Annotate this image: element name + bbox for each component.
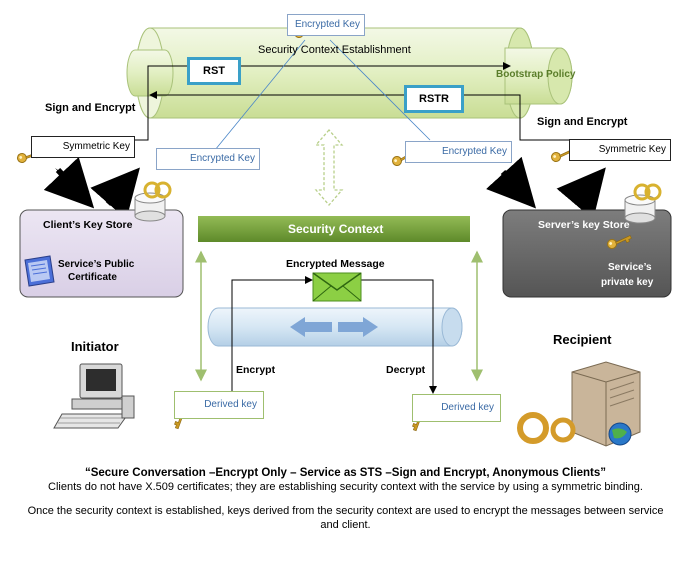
encrypted-message-label: Encrypted Message (286, 258, 385, 270)
left-derived-key-label: Derived key (204, 399, 257, 410)
dashed-double-arrow (314, 129, 344, 206)
sign-encrypt-right-label: Sign and Encrypt (537, 116, 628, 128)
rst-box: RST (187, 57, 241, 85)
initiator-label: Initiator (71, 339, 119, 354)
security-context-bar (198, 216, 470, 242)
client-keystore-icon (134, 181, 172, 222)
connector-top-key-left (214, 39, 306, 151)
right-encrypted-key-box: Encrypted Key (405, 141, 512, 163)
message-channel-tube (207, 307, 463, 347)
black-arrows (43, 156, 606, 220)
security-context-label: Security Context (288, 222, 384, 236)
left-symmetric-key-label: Symmetric Key (62, 141, 130, 152)
caption-line-2: Once the security context is established… (27, 505, 664, 531)
security-context-establishment-title: Security Context Establishment (258, 44, 411, 56)
rstr-box: RSTR (404, 85, 464, 113)
server-key-store-label: Server’s key Store (538, 219, 630, 231)
decrypt-flow-line (360, 279, 437, 394)
right-symmetric-key-label: Symmetric Key (598, 144, 666, 155)
connector-top-key-right (329, 39, 431, 141)
service-private-key-line1: Service’s (608, 262, 652, 273)
left-symmetric-key-box: Symmetric Key (31, 136, 135, 158)
envelope-icon (312, 272, 362, 302)
right-symmetric-key-box: Symmetric Key (569, 139, 671, 161)
left-encrypted-key-label: Encrypted Key (189, 153, 255, 164)
left-encrypted-key-box: Encrypted Key (156, 148, 260, 170)
service-private-key-line2: private key (601, 277, 654, 288)
encrypt-label: Encrypt (236, 364, 276, 376)
client-key-store-box (19, 209, 184, 298)
computer-icon (53, 363, 135, 429)
client-key-store-label: Client’s Key Store (43, 219, 133, 231)
server-key-store-box (502, 209, 672, 298)
right-derived-key-box: Derived key (412, 394, 501, 422)
certificate-icon (24, 255, 55, 287)
sign-encrypt-left-label: Sign and Encrypt (45, 102, 136, 114)
service-cert-line2: Certificate (68, 272, 117, 283)
server-keystore-icon (624, 183, 662, 224)
left-derived-key-box: Derived key (174, 391, 264, 419)
right-encrypted-key-label: Encrypted Key (441, 146, 507, 157)
top-encrypted-key-label: Encrypted Key (294, 19, 360, 30)
decrypt-label: Decrypt (386, 364, 426, 376)
top-encrypted-key-box: Encrypted Key (287, 14, 365, 36)
server-icon (517, 361, 641, 447)
caption: “Secure Conversation –Encrypt Only – Ser… (20, 466, 671, 532)
encrypt-flow-line (231, 276, 313, 412)
service-cert-line1: Service’s Public (58, 259, 135, 270)
bootstrap-policy-label: Bootstrap Policy (496, 69, 576, 80)
caption-line-1: Clients do not have X.509 certificates; … (48, 481, 643, 493)
recipient-label: Recipient (553, 332, 612, 347)
right-derived-key-label: Derived key (441, 402, 494, 413)
rstr-flow-line (149, 91, 585, 141)
caption-title: “Secure Conversation –Encrypt Only – Ser… (84, 467, 607, 479)
